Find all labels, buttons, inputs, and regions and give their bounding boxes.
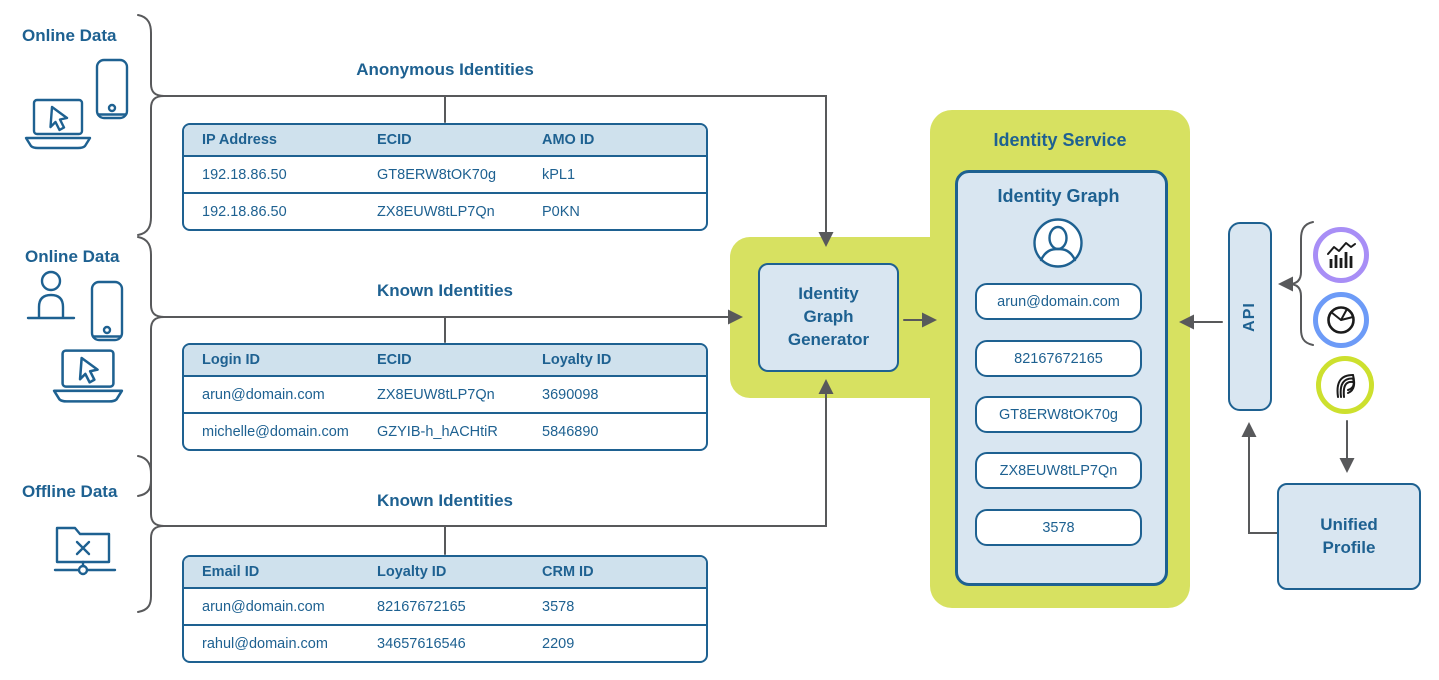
- unified-profile-box: Unified Profile: [1277, 483, 1421, 590]
- table-header-row: IP Address ECID AMO ID: [184, 125, 706, 155]
- identity-graph-generator-box: Identity Graph Generator: [758, 263, 899, 372]
- identity-pill: ZX8EUW8tLP7Qn: [975, 452, 1142, 489]
- user-avatar-icon: [1033, 218, 1083, 268]
- cell: 82167672165: [377, 598, 466, 615]
- laptop-cursor-icon: [24, 98, 92, 150]
- cell: 3690098: [542, 386, 599, 403]
- column-header: Email ID: [202, 564, 260, 580]
- cell: 192.18.86.50: [202, 203, 287, 220]
- table-row: arun@domain.com ZX8EUW8tLP7Qn 3690098: [184, 375, 706, 412]
- cell: kPL1: [542, 166, 576, 183]
- table-header-row: Email ID Loyalty ID CRM ID: [184, 557, 706, 587]
- column-header: CRM ID: [542, 564, 594, 580]
- anonymous-identities-table: IP Address ECID AMO ID 192.18.86.50 GT8E…: [182, 123, 708, 231]
- column-header: AMO ID: [542, 132, 595, 148]
- known-identities-table-offline: Email ID Loyalty ID CRM ID arun@domain.c…: [182, 555, 708, 663]
- flow-title-known-offline: Known Identities: [377, 491, 513, 510]
- identity-pill: arun@domain.com: [975, 283, 1142, 320]
- known-identities-table-online: Login ID ECID Loyalty ID arun@domain.com…: [182, 343, 708, 451]
- brace-online-anonymous: [137, 14, 165, 236]
- flow-title-known-online: Known Identities: [377, 281, 513, 300]
- person-icon: [26, 270, 76, 320]
- identity-value: ZX8EUW8tLP7Qn: [999, 462, 1118, 479]
- pie-chart-icon: [1313, 292, 1369, 348]
- generator-label: Identity Graph Generator: [787, 284, 870, 349]
- wire-profile-to-api: [1241, 422, 1278, 534]
- cell: ZX8EUW8tLP7Qn: [377, 386, 495, 403]
- cell: 34657616546: [377, 635, 466, 652]
- identity-graph-title: Identity Graph: [997, 186, 1120, 206]
- cell: GZYIB-h_hACHtiR: [377, 423, 498, 440]
- cell: michelle@domain.com: [202, 423, 349, 440]
- source-label-online-data-1: Online Data: [22, 26, 117, 45]
- offline-folder-icon: [53, 526, 117, 576]
- table-row: michelle@domain.com GZYIB-h_hACHtiR 5846…: [184, 412, 706, 449]
- column-header: ECID: [377, 352, 412, 368]
- phone-icon: [90, 280, 124, 342]
- laptop-cursor-icon: [52, 349, 124, 403]
- identity-value: 3578: [1042, 519, 1075, 536]
- brace-offline-known: [137, 455, 165, 613]
- identity-pill: GT8ERW8tOK70g: [975, 396, 1142, 433]
- cell: 192.18.86.50: [202, 166, 287, 183]
- cell: GT8ERW8tOK70g: [377, 166, 497, 183]
- source-label-offline-data: Offline Data: [22, 482, 118, 501]
- phone-icon: [95, 58, 129, 120]
- unified-profile-label: Unified Profile: [1320, 514, 1378, 557]
- column-header: Loyalty ID: [377, 564, 447, 580]
- source-label-online-data-2: Online Data: [25, 247, 120, 266]
- analytics-chart-icon: [1313, 227, 1369, 283]
- cell: 5846890: [542, 423, 599, 440]
- cell: arun@domain.com: [202, 598, 325, 615]
- identity-value: 82167672165: [1014, 350, 1103, 367]
- identity-value: GT8ERW8tOK70g: [998, 406, 1118, 423]
- table-row: arun@domain.com 82167672165 3578: [184, 587, 706, 624]
- table-header-row: Login ID ECID Loyalty ID: [184, 345, 706, 375]
- cell: 2209: [542, 635, 575, 652]
- column-header: IP Address: [202, 132, 277, 148]
- brace-online-known: [137, 236, 165, 497]
- experience-platform-icon: [1316, 356, 1374, 414]
- column-header: ECID: [377, 132, 412, 148]
- cell: 3578: [542, 598, 575, 615]
- cell: rahul@domain.com: [202, 635, 328, 652]
- identity-value: arun@domain.com: [997, 293, 1120, 310]
- cell: ZX8EUW8tLP7Qn: [377, 203, 495, 220]
- api-box: API: [1228, 222, 1272, 411]
- cell: P0KN: [542, 203, 580, 220]
- table-row: rahul@domain.com 34657616546 2209: [184, 624, 706, 661]
- brace-consumers: [1288, 221, 1314, 346]
- api-label: API: [1240, 301, 1258, 332]
- flow-title-anonymous: Anonymous Identities: [356, 60, 534, 79]
- identity-pill: 82167672165: [975, 340, 1142, 377]
- column-header: Loyalty ID: [542, 352, 612, 368]
- cell: arun@domain.com: [202, 386, 325, 403]
- table-row: 192.18.86.50 GT8ERW8tOK70g kPL1: [184, 155, 706, 192]
- identity-pill: 3578: [975, 509, 1142, 546]
- column-header: Login ID: [202, 352, 260, 368]
- identity-service-title: Identity Service: [993, 130, 1127, 150]
- table-row: 192.18.86.50 ZX8EUW8tLP7Qn P0KN: [184, 192, 706, 229]
